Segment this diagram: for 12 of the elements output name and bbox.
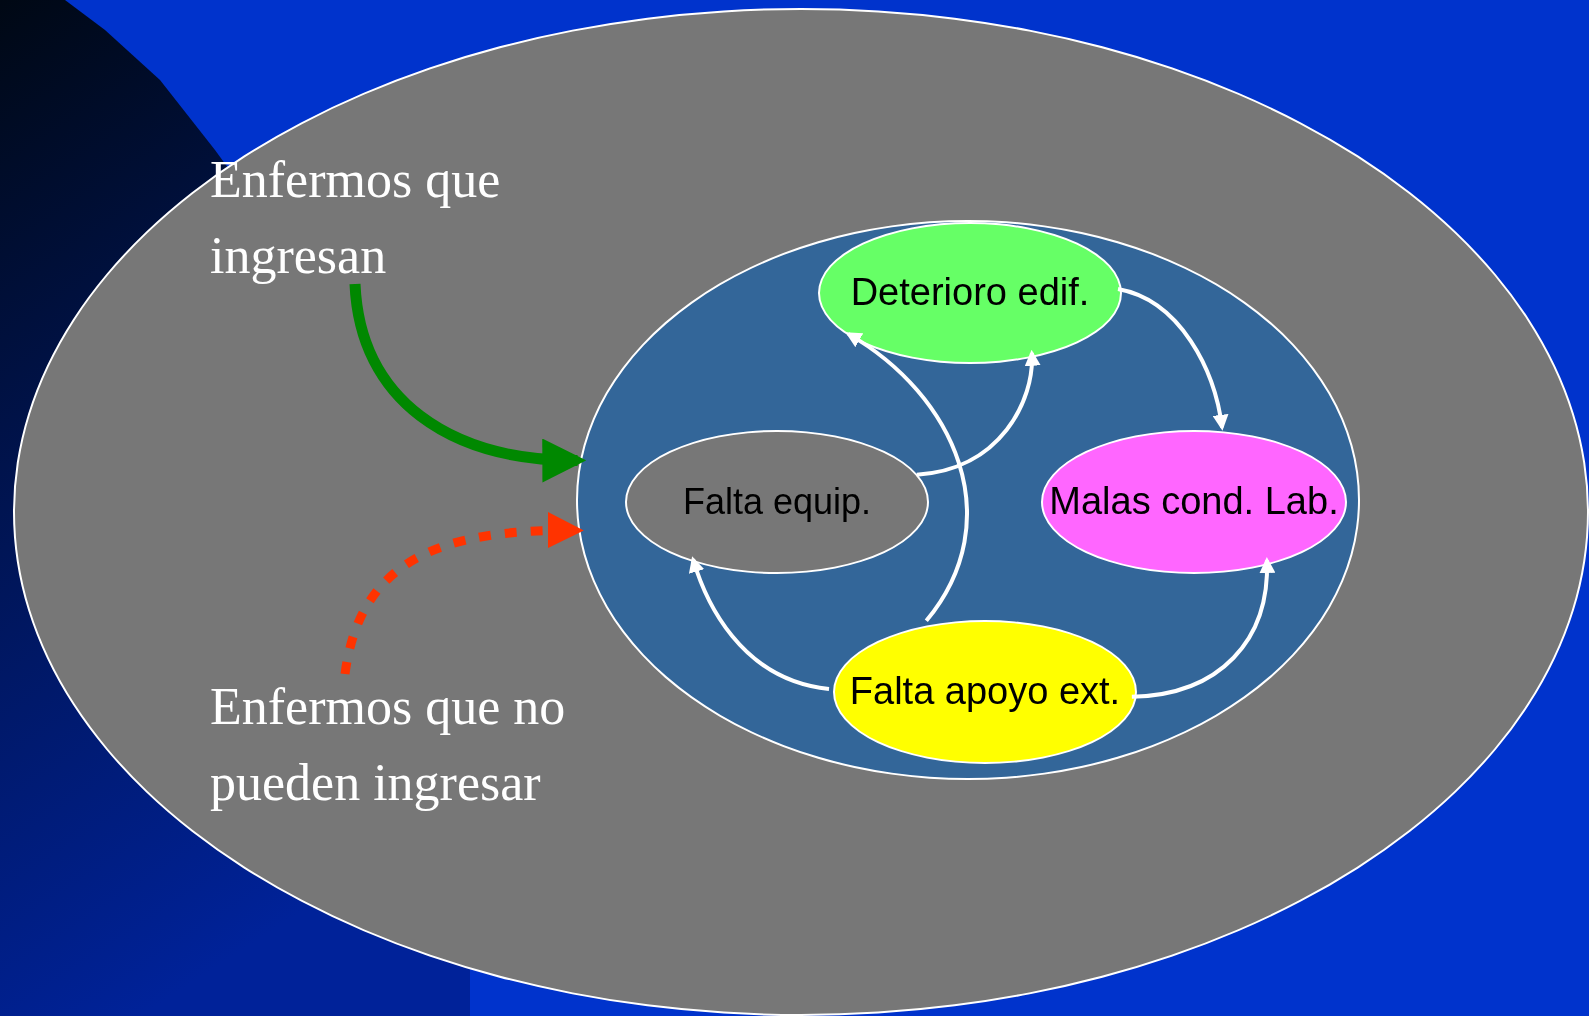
arrow xyxy=(845,332,969,622)
factor-ellipse: Falta apoyo ext. xyxy=(833,620,1137,764)
factor-ellipse: Malas cond. Lab. xyxy=(1041,430,1347,574)
arrow xyxy=(1117,287,1228,431)
label-text: Enfermos que no pueden ingresar xyxy=(210,676,710,813)
factor-ellipse: Falta equip. xyxy=(625,430,929,574)
arrow xyxy=(1131,557,1275,699)
arrow xyxy=(340,512,584,675)
factor-ellipse: Deterioro edif. xyxy=(818,222,1122,364)
arrow xyxy=(689,556,830,691)
label-text: Enfermos que ingresan xyxy=(210,149,550,286)
arrow xyxy=(349,283,587,482)
